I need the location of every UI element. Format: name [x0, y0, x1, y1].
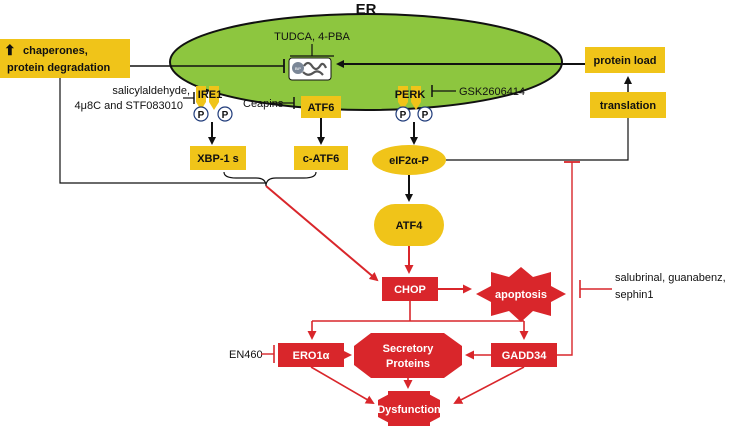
- salubrinal-line1: salubrinal, guanabenz,: [615, 272, 726, 284]
- eif2a-label: eIF2α-P: [389, 155, 429, 167]
- gadd34-box: [491, 343, 557, 367]
- eif2a-node: [372, 145, 446, 175]
- xbp1s-label: XBP-1 s: [197, 153, 239, 165]
- atf6-label: ATF6: [308, 102, 335, 114]
- en460-label: EN460: [229, 349, 263, 361]
- secretory-label-line2: Proteins: [386, 358, 430, 370]
- ero1a-box: [278, 343, 344, 367]
- ire1-inhibitors-line1: salicylaldehyde,: [112, 85, 190, 97]
- apoptosis-label: apoptosis: [495, 289, 547, 301]
- bip-label: BiP: [295, 66, 302, 71]
- catf6-label: c-ATF6: [303, 153, 339, 165]
- catf6-box: [294, 146, 348, 170]
- protein-degradation-label: protein degradation: [7, 62, 111, 74]
- perk-p-left: P: [400, 110, 407, 121]
- xbp1s-box: [190, 146, 246, 170]
- ire1-label: IRE1: [198, 89, 222, 101]
- perk-p-right: P: [422, 110, 429, 121]
- chaperones-feedback-line: [59, 78, 265, 184]
- er-membrane: [169, 13, 563, 111]
- merge-brace: [223, 171, 317, 187]
- atf4-node: [374, 204, 444, 246]
- chaperones-box: [0, 39, 130, 78]
- ero1a-label: ERO1α: [293, 350, 330, 362]
- translation-box: [590, 92, 666, 118]
- protein-load-label: protein load: [594, 55, 657, 67]
- eif2a-to-translation-line: [446, 118, 629, 161]
- gsk-label: GSK2606414: [459, 86, 525, 98]
- apoptosis-starburst: [476, 267, 566, 322]
- ire1-phospho-right: [217, 106, 233, 122]
- bip-protein-icon: BiP: [288, 57, 332, 81]
- atf6-box: [301, 96, 341, 118]
- secretory-label-line1: Secretory: [383, 343, 435, 355]
- merge-to-chop-arrow: [265, 185, 379, 282]
- dysfunction-wide: [388, 391, 430, 426]
- perk-phospho-left: [395, 106, 411, 122]
- secretory-proteins-octagon: [354, 333, 462, 378]
- chaperones-arrow-icon: ⬆: [4, 42, 16, 58]
- chop-box: [382, 277, 438, 301]
- chaperones-label: chaperones,: [23, 45, 88, 57]
- perk-receptor: [398, 86, 421, 110]
- gadd34-feedback-line: [557, 162, 573, 356]
- perk-label: PERK: [395, 89, 426, 101]
- chop-label: CHOP: [394, 284, 426, 296]
- ire1-p-right: P: [222, 110, 229, 121]
- perk-phospho-right: [417, 106, 433, 122]
- ceapins-label: Ceapins: [243, 98, 284, 110]
- tudca-label: TUDCA, 4-PBA: [274, 31, 350, 43]
- ire1-p-left: P: [198, 110, 205, 121]
- atf4-label: ATF4: [396, 220, 424, 232]
- ero1a-to-dysfunction-arrow: [310, 366, 375, 405]
- ire1-inhibitors-line2: 4μ8C and STF083010: [75, 100, 183, 112]
- ire1-receptor: [196, 86, 219, 110]
- ire1-phospho-left: [193, 106, 209, 122]
- salubrinal-line2: sephin1: [615, 289, 654, 301]
- protein-load-box: [585, 47, 665, 73]
- gadd34-to-dysfunction-arrow: [453, 366, 525, 404]
- translation-label: translation: [600, 100, 657, 112]
- gadd34-label: GADD34: [502, 350, 548, 362]
- dysfunction-label: Dysfunction: [377, 404, 441, 416]
